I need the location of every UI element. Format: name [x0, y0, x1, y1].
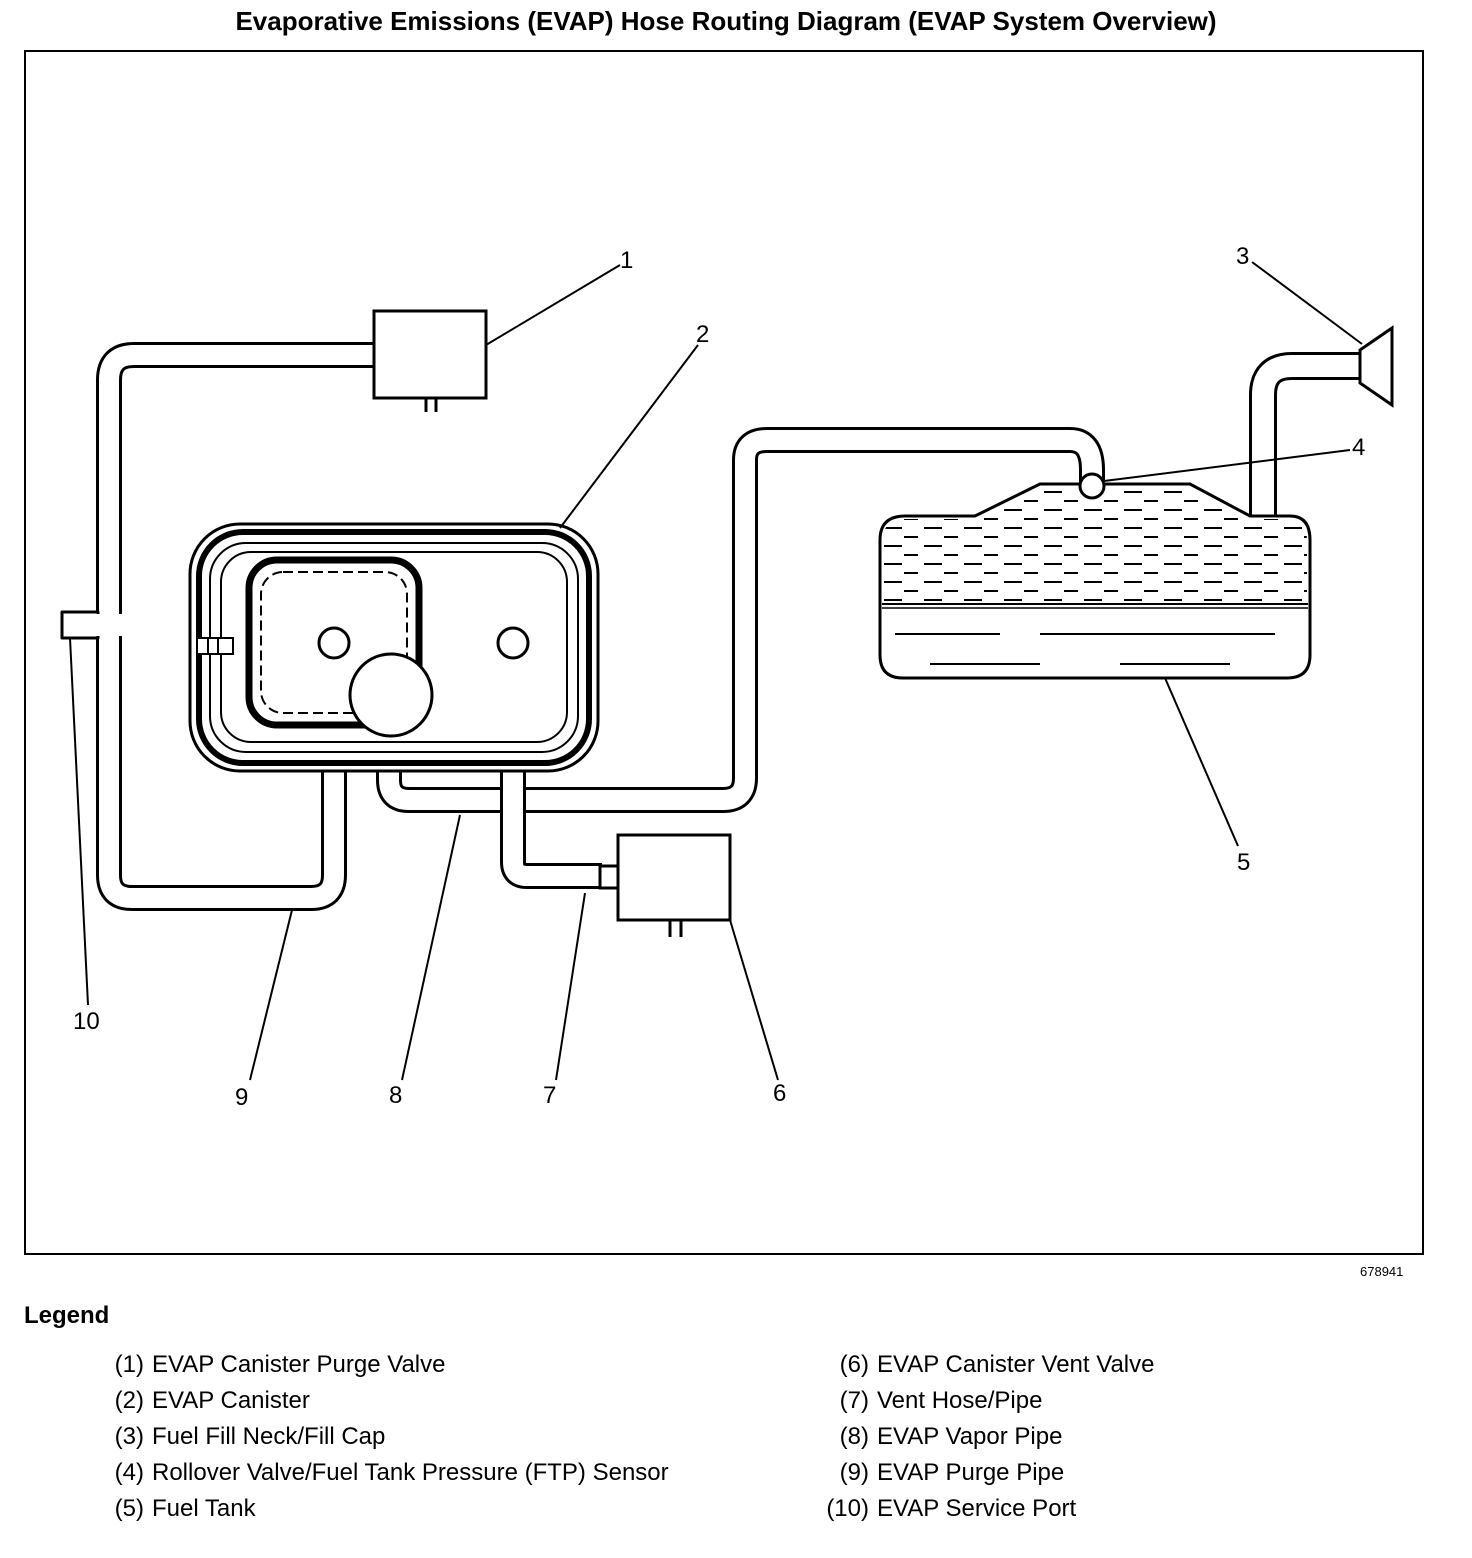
legend-number: (1)	[114, 1351, 144, 1378]
legend-number: (6)	[839, 1351, 869, 1378]
callout-1: 1	[620, 247, 633, 274]
legend-number: (2)	[114, 1387, 144, 1414]
legend-item: (6) EVAP Canister Vent Valve	[805, 1350, 1425, 1379]
legend-item: (2) EVAP Canister	[80, 1386, 700, 1415]
legend-item: (1) EVAP Canister Purge Valve	[80, 1350, 700, 1379]
legend-label: EVAP Service Port	[877, 1495, 1077, 1522]
hose-group	[60, 342, 1364, 911]
legend-label: EVAP Canister Purge Valve	[152, 1351, 446, 1378]
legend-item: (4) Rollover Valve/Fuel Tank Pressure (F…	[80, 1458, 700, 1487]
legend-label: Vent Hose/Pipe	[877, 1387, 1043, 1414]
legend-item: (7) Vent Hose/Pipe	[805, 1386, 1425, 1415]
callout-5: 5	[1237, 849, 1250, 876]
legend-label: Fuel Tank	[152, 1495, 256, 1522]
legend-number: (7)	[839, 1387, 869, 1414]
leader-lines	[69, 261, 1363, 1081]
figure-number: 678941	[1360, 1264, 1404, 1279]
legend-label: EVAP Canister Vent Valve	[877, 1351, 1155, 1378]
legend-item: (3) Fuel Fill Neck/Fill Cap	[80, 1422, 700, 1451]
diagram-frame	[24, 50, 1424, 1255]
legend-item: (8) EVAP Vapor Pipe	[805, 1422, 1425, 1451]
legend-number: (9)	[839, 1459, 869, 1486]
callout-10: 10	[73, 1008, 100, 1035]
vent-valve	[598, 833, 732, 937]
purge-valve	[372, 309, 488, 412]
callout-7: 7	[543, 1082, 556, 1109]
legend-right-column: (6) EVAP Canister Vent Valve (7) Vent Ho…	[805, 1350, 1425, 1530]
legend-item: (9) EVAP Purge Pipe	[805, 1458, 1425, 1487]
rollover-valve	[1078, 472, 1106, 500]
legend-number: (4)	[114, 1459, 144, 1486]
legend-number: (5)	[114, 1495, 144, 1522]
callout-8: 8	[389, 1082, 402, 1109]
legend-label: EVAP Canister	[152, 1387, 310, 1414]
legend-label: EVAP Purge Pipe	[877, 1459, 1065, 1486]
callout-6: 6	[773, 1080, 786, 1107]
legend-label: EVAP Vapor Pipe	[877, 1423, 1063, 1450]
callout-4: 4	[1352, 434, 1365, 461]
evap-diagram: 1 2 3 4 5 6 7 8 9 10	[60, 243, 1394, 1111]
fuel-tank	[878, 472, 1312, 680]
legend-number: (10)	[826, 1495, 869, 1522]
legend-item: (10) EVAP Service Port	[805, 1494, 1425, 1523]
callout-2: 2	[696, 321, 709, 348]
legend-label: Rollover Valve/Fuel Tank Pressure (FTP) …	[152, 1459, 669, 1486]
legend-left-column: (1) EVAP Canister Purge Valve (2) EVAP C…	[80, 1350, 700, 1530]
evap-canister	[188, 522, 600, 773]
callout-3: 3	[1236, 243, 1249, 270]
legend-number: (3)	[114, 1423, 144, 1450]
legend-number: (8)	[839, 1423, 869, 1450]
fill-neck-pipe	[1249, 352, 1364, 520]
legend-label: Fuel Fill Neck/Fill Cap	[152, 1423, 386, 1450]
service-port	[60, 610, 100, 640]
fuel-fill-cap	[1358, 325, 1394, 408]
legend-title: Legend	[24, 1302, 110, 1329]
callout-9: 9	[235, 1084, 248, 1111]
diagram-title: Evaporative Emissions (EVAP) Hose Routin…	[235, 6, 1217, 36]
legend-item: (5) Fuel Tank	[80, 1494, 700, 1523]
